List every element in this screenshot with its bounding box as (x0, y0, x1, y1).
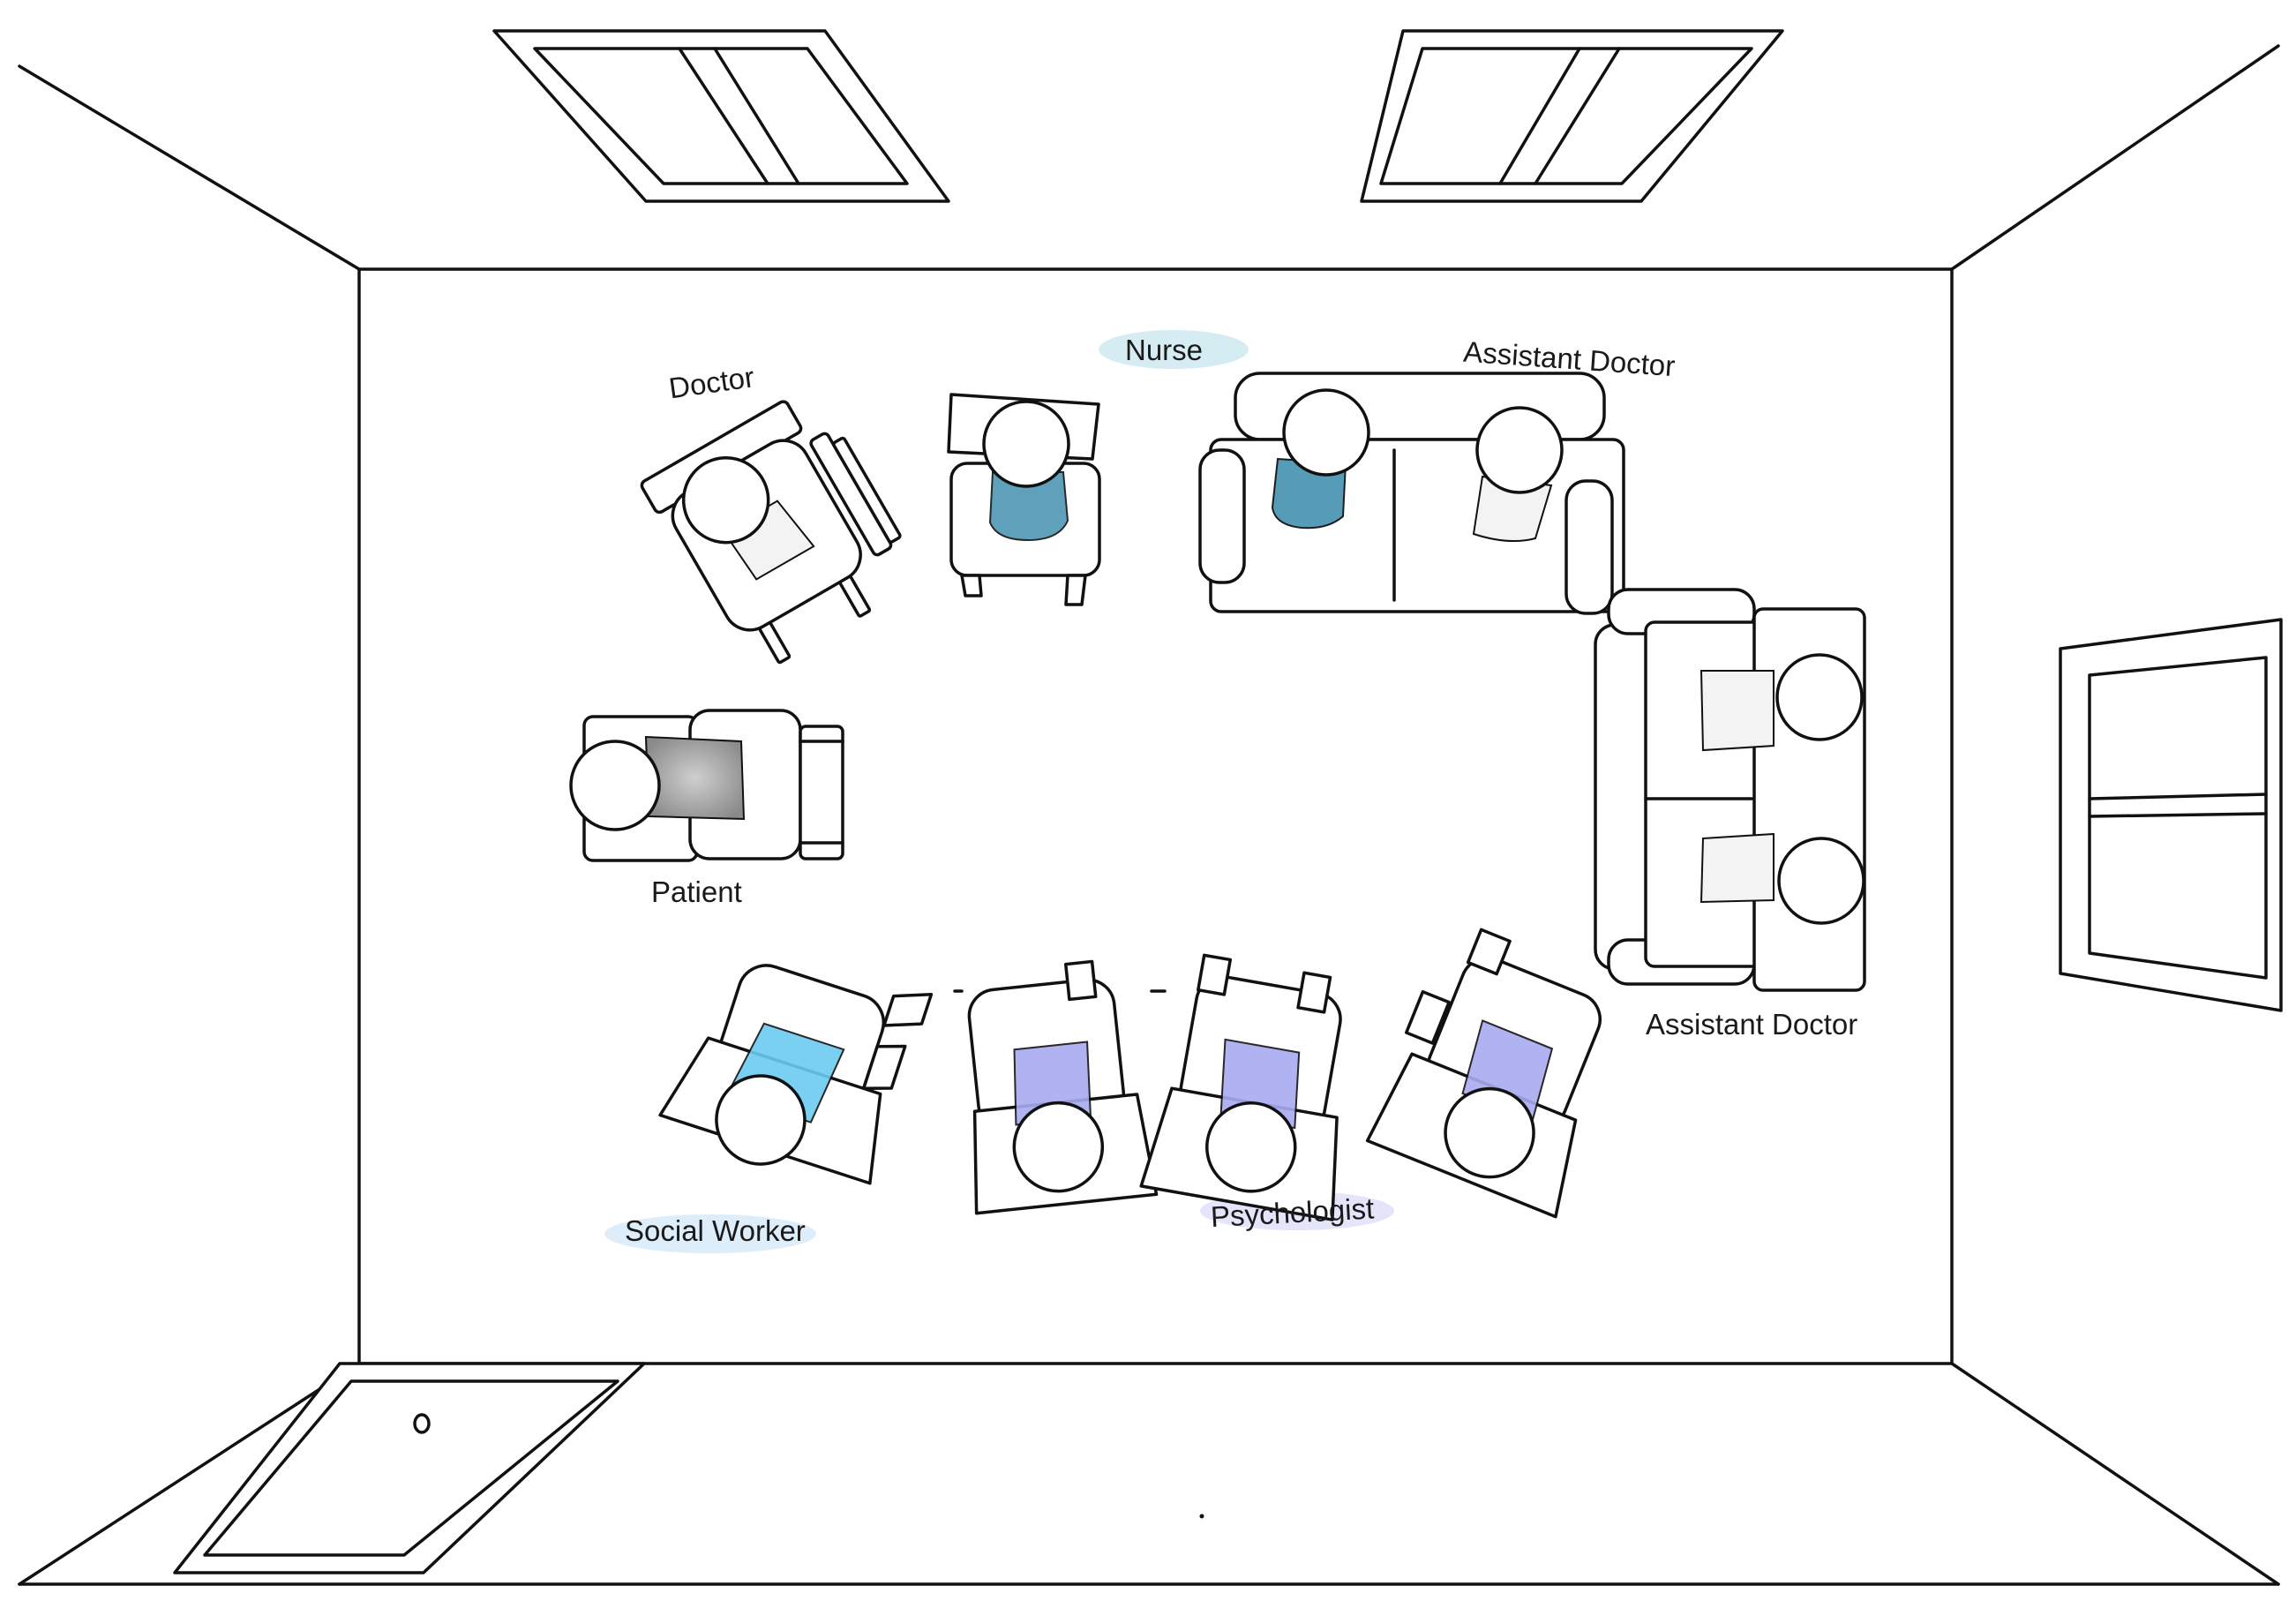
social-worker-head (715, 1074, 807, 1166)
bottom-chair-4 (1365, 928, 1602, 1219)
right-sofa-torso-2 (1699, 832, 1775, 904)
bottom-chair-2-head (1012, 1101, 1105, 1193)
top-sofa (1198, 372, 1625, 615)
social-worker-label-highlight (604, 1214, 816, 1253)
nurse-label: Nurse (1125, 334, 1203, 366)
psychologist-head (1205, 1101, 1297, 1193)
ceiling-light-left (492, 29, 950, 203)
doctor-head (681, 455, 770, 545)
assistant-doctor-head-top (1475, 406, 1564, 494)
social-worker-label: Social Worker (625, 1214, 806, 1247)
nurse-chair (947, 393, 1101, 606)
doctor-label: Doctor (667, 360, 756, 404)
bottom-chair-2 (967, 959, 1159, 1215)
patient-head (569, 740, 661, 831)
doctor-armchair (640, 400, 902, 665)
bottom-chair-4-head (1444, 1086, 1535, 1179)
social-worker-chair (658, 964, 934, 1185)
right-sofa-head-1 (1775, 653, 1864, 741)
assistant-doctor-torso-white (1472, 475, 1553, 542)
sofa-person-head-1 (1282, 388, 1370, 477)
right-sofa (1594, 588, 1866, 992)
nurse-head (982, 400, 1070, 488)
patient-label: Patient (651, 875, 742, 908)
nurse-torso (988, 471, 1069, 542)
window (2059, 618, 2283, 1012)
door-mat (173, 1362, 1204, 1574)
right-sofa-torso-1 (1699, 670, 1775, 752)
nurse-label-highlight (1099, 330, 1249, 369)
assistant-doctor-head-right (1777, 837, 1865, 925)
patient-torso (644, 735, 746, 821)
room-walls (18, 44, 2280, 1586)
ceiling-light-right (1360, 29, 1784, 203)
assistant-doctor-label-right: Assistant Doctor (1646, 1008, 1857, 1041)
patient-armchair (569, 709, 844, 862)
psychologist-chair (1139, 953, 1342, 1221)
